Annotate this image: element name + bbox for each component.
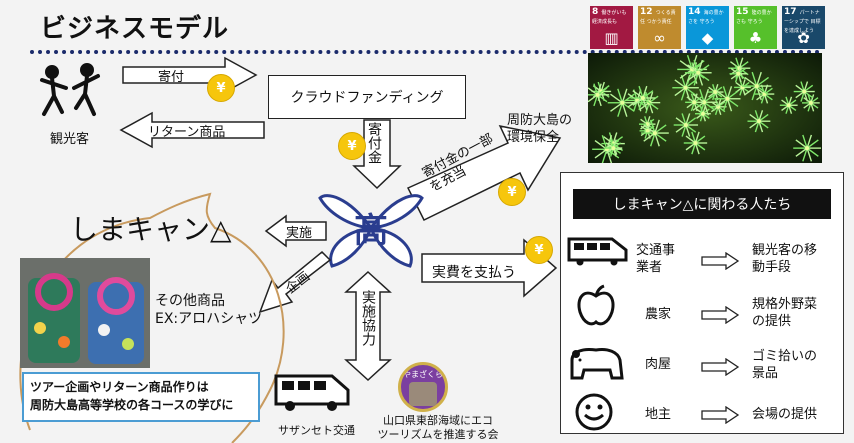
shima-can-title: しまキャン△ [70, 213, 232, 246]
note-line: 周防大島高等学校の各コースの学びに [30, 398, 234, 412]
yen-coin-icon: ¥ [338, 132, 366, 160]
row-arrow-icon [701, 406, 740, 424]
sdg-goal-15: 15 陸の豊かさも 守ろう ♣ [734, 6, 777, 49]
sdg-goal-number: 17 パートナーシップで 目標を達成しよう [784, 7, 821, 35]
school-emblem-char: 髙 [354, 211, 388, 251]
yamazakura-caption-line: ツーリズムを推進する会 [377, 428, 499, 441]
donation-money-label: 寄付金 [366, 122, 382, 164]
stakeholder-contribution: 規格外野菜の提供 [752, 297, 818, 329]
stakeholder-who: 交通事業者 [636, 243, 676, 275]
sdg-goal-number: 15 陸の豊かさも 守ろう [736, 7, 772, 26]
school-emblem-icon: 髙 [318, 194, 424, 268]
tourists-icon [40, 63, 100, 116]
cooperation-arrow [344, 270, 392, 382]
note-line: ツアー企画やリターン商品作りは [30, 380, 209, 394]
tourist-label: 観光客 [50, 132, 90, 147]
sdg-goal-number: 14 海の豊かさを 守ろう [688, 7, 724, 26]
bus-company-label: サザンセト交通 [278, 424, 355, 437]
aloha-shirts-photo [20, 258, 150, 368]
yamazakura-logo-text: やまざくら [403, 370, 443, 379]
other-goods: その他商品 EX:アロハシャツ [155, 292, 262, 328]
yen-coin-icon: ¥ [498, 178, 526, 206]
bear-icon [570, 348, 624, 380]
stakeholder-contribution: 観光客の移動手段 [752, 243, 818, 275]
cooperation-label: 実施協力 [360, 290, 376, 346]
stakeholder-who: 農家 [645, 307, 672, 322]
coral-photo [588, 53, 822, 163]
stakeholder-contribution: 会場の提供 [752, 407, 818, 422]
stakeholders-title: しまキャン△に関わる人たち [573, 189, 831, 219]
sdg-goal-8: 8 働きがいも 経済成長も ▥ [590, 6, 633, 49]
implementation-label: 実施 [286, 226, 313, 241]
yamazakura-logo: やまざくら [398, 362, 448, 412]
page-title: ビジネスモデル [40, 14, 230, 44]
expense-arrow [421, 238, 558, 298]
crowdfunding-box: クラウドファンディング [268, 75, 466, 119]
environment-arrow [406, 124, 562, 222]
chart-icon: ▥ [604, 29, 619, 47]
sdg-goal-number: 12 つくる責任 つかう責任 [640, 7, 676, 26]
donation-arrow-label: 寄付 [158, 70, 185, 85]
flower-icon: ✿ [797, 29, 810, 47]
aloha-example: EX:アロハシャツ [155, 311, 263, 327]
sdg-goal-17: 17 パートナーシップで 目標を達成しよう✿ [782, 6, 825, 49]
sdg-goal-number: 8 働きがいも 経済成長も [592, 7, 627, 26]
title-divider [30, 50, 820, 54]
stakeholder-contribution: ゴミ拾いの景品 [752, 349, 818, 381]
row-arrow-icon [701, 358, 740, 376]
yamazakura-caption: 山口県東部海域にエコ ツーリズムを推進する会 [372, 414, 504, 442]
tree-icon: ♣ [748, 29, 763, 47]
apple-icon [577, 284, 615, 326]
yamazakura-logo-photo [409, 382, 437, 406]
yen-coin-icon: ¥ [207, 74, 235, 102]
sdg-goal-12: 12 つくる責任 つかう責任 ∞ [638, 6, 681, 49]
environment-label: 周防大島の環境保全 [507, 113, 573, 145]
donation-money-arrow [352, 119, 402, 190]
implementation-arrow [264, 214, 327, 248]
yen-coin-icon: ¥ [525, 236, 553, 264]
other-goods-label: その他商品 [155, 293, 225, 309]
bus-icon [274, 374, 350, 411]
sdg-goal-label: 海の豊かさを 守ろう [688, 10, 724, 25]
infinity-icon: ∞ [653, 29, 666, 47]
row-arrow-icon [701, 252, 740, 270]
row-arrow-icon [701, 306, 740, 324]
bus-icon [567, 237, 628, 266]
sdg-goal-label: パートナーシップで 目標を達成しよう [784, 10, 821, 34]
smiley-icon [575, 393, 613, 431]
donation-arrow [122, 56, 258, 94]
sdg-goal-14: 14 海の豊かさを 守ろう ◆ [686, 6, 729, 49]
sdg-goal-label: 働きがいも 経済成長も [592, 10, 627, 25]
yamazakura-caption-line: 山口県東部海域にエコ [383, 414, 493, 427]
school-note-box: ツアー企画やリターン商品作りは 周防大島高等学校の各コースの学びに [22, 372, 260, 422]
stakeholder-who: 地主 [645, 407, 672, 422]
return-arrow-label: リターン商品 [148, 125, 226, 140]
planning-arrow [258, 250, 332, 314]
fish-icon: ◆ [701, 29, 714, 47]
return-arrow [119, 111, 265, 149]
stakeholder-who: 肉屋 [645, 357, 672, 372]
expense-label: 実費を支払う [432, 265, 516, 281]
sdg-goal-label: つくる責任 つかう責任 [640, 10, 676, 25]
sdg-goal-label: 陸の豊かさも 守ろう [736, 10, 772, 25]
